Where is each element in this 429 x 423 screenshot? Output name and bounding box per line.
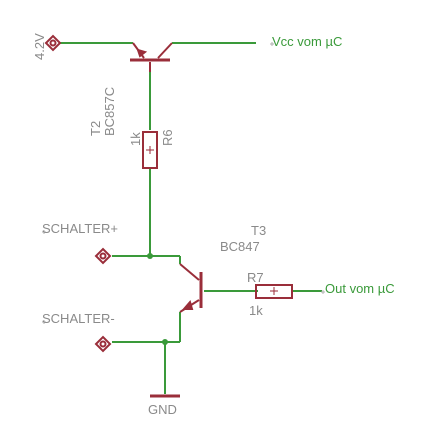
t2-type-label: BC857C [102, 87, 117, 136]
out-net-label: Out vom µC [325, 281, 395, 296]
schalter-minus-label: SCHALTER- [42, 311, 115, 326]
r7-name-label: R7 [247, 270, 264, 285]
supply-pad[interactable] [44, 34, 62, 52]
r6-name-label: R6 [160, 129, 175, 146]
t2-name-label: T2 [88, 121, 103, 136]
transistor-t3[interactable] [179, 263, 203, 313]
schalter-minus-pad[interactable] [94, 335, 112, 353]
schalter-plus-label: SCHALTER+ [42, 221, 118, 236]
resistor-r6[interactable] [142, 131, 158, 169]
junction-dot-plus [147, 253, 153, 259]
junction-dot-minus [162, 339, 168, 345]
t3-name-label: T3 [251, 223, 266, 238]
gnd-label: GND [148, 402, 177, 417]
t3-type-label: BC847 [220, 239, 260, 254]
schalter-plus-pad[interactable] [94, 247, 112, 265]
resistor-r7[interactable] [255, 284, 293, 299]
vcc-net-label: Vcc vom µC [272, 34, 342, 49]
origin-markers [42, 42, 325, 324]
transistor-t2[interactable] [130, 42, 173, 72]
supply-voltage-label: 4.2V [32, 33, 47, 60]
r7-value-label: 1k [249, 303, 263, 318]
wires [60, 42, 322, 394]
r6-value-label: 1k [128, 132, 143, 146]
